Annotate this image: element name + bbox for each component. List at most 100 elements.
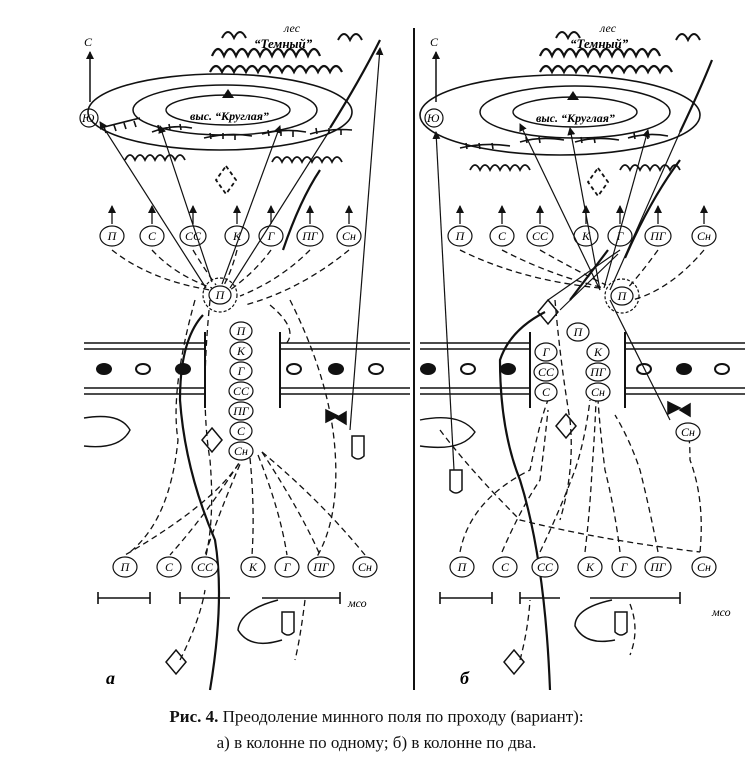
svg-text:П: П (617, 289, 628, 303)
lead-unit-b: П (604, 278, 640, 314)
svg-text:выс. “Круглая”: выс. “Круглая” (536, 111, 615, 125)
column-left-2: СС (533, 362, 559, 382)
railway-b (420, 332, 745, 408)
column-unit-5: ПГ (228, 401, 254, 421)
svg-text:Сн: Сн (697, 560, 711, 574)
symbols-b (419, 298, 691, 676)
svg-text:С: С (237, 424, 246, 438)
svg-text:СС: СС (532, 229, 549, 243)
lead-unit-label: П (215, 288, 226, 302)
forest-label-line1: лес (283, 21, 301, 35)
svg-text:Г: Г (620, 560, 629, 574)
svg-text:П: П (120, 560, 131, 574)
svg-text:“Темный”: “Темный” (570, 36, 629, 51)
svg-text:П: П (455, 229, 466, 243)
unit-b-bottom-6: ПГ (644, 556, 672, 578)
svg-text:Г: Г (237, 364, 246, 378)
unit-a-top-1: П (99, 225, 125, 247)
unit-a-bottom-1: П (112, 556, 138, 578)
wire-obstacles-b (469, 164, 681, 198)
unit-b-top-2: С (489, 225, 515, 247)
caption-title: Преодоление минного поля по проходу (вар… (222, 707, 584, 726)
unit-a-bottom-5: Г (274, 556, 300, 578)
unit-a-bottom-6: ПГ (307, 556, 335, 578)
svg-text:ПГ: ПГ (312, 560, 330, 574)
svg-text:С: С (148, 229, 157, 243)
column-unit-6: С (229, 421, 253, 441)
unit-column-b: Г СС С П К ПГ Сн Сн (533, 322, 701, 442)
unit-a-bottom-2: С (156, 556, 182, 578)
svg-text:П: П (457, 560, 468, 574)
unit-a-bottom-4: К (240, 556, 266, 578)
svg-text:К: К (232, 229, 242, 243)
symbols-a (83, 408, 365, 676)
svg-text:Г: Г (283, 560, 292, 574)
unit-b-top-7: Сн (691, 225, 717, 247)
column-unit-3: Г (229, 361, 253, 381)
column-unit-2: К (229, 341, 253, 361)
column-right-2: К (586, 342, 610, 362)
unit-a-top-5: Г (258, 225, 284, 247)
unit-b-top-3: СС (526, 225, 554, 247)
mine-line-a (97, 592, 341, 604)
approach-paths-a (111, 249, 366, 661)
caption-line2: а) в колонне по одному; б) в колонне по … (216, 733, 537, 752)
svg-text:СС: СС (185, 229, 202, 243)
mine-line-b (439, 592, 681, 604)
extra-unit-b: Сн (675, 422, 701, 442)
svg-text:СС: СС (233, 384, 250, 398)
panel-label-a: а (106, 668, 115, 688)
attack-lines-b (432, 123, 681, 471)
svg-text:СС: СС (537, 560, 554, 574)
column-left-1: Г (534, 342, 558, 362)
lead-unit-a: П (202, 277, 238, 313)
figure-caption: Рис. 4. Преодоление минного поля по прох… (0, 704, 753, 756)
svg-text:К: К (585, 560, 595, 574)
forest-label-line2: “Темный” (254, 36, 313, 51)
unit-b-top-5: Г (607, 225, 633, 247)
svg-text:С: С (430, 35, 439, 49)
mine-line-label-b: мсо (711, 605, 731, 619)
column-unit-7: Сн (228, 441, 254, 461)
svg-text:П: П (573, 325, 584, 339)
unit-b-bottom-3: СС (531, 556, 559, 578)
diagram-canvas: С Ю лес “Темный” выс. “Круглая” (79, 21, 745, 691)
column-right-4: Сн (585, 382, 611, 402)
unit-a-bottom-3: СС (191, 556, 219, 578)
unit-b-bottom-1: П (449, 556, 475, 578)
column-right-3: ПГ (585, 362, 611, 382)
attack-lines-a (99, 47, 384, 431)
panel-label-b: б (460, 668, 470, 688)
unit-a-top-4: К (224, 225, 250, 247)
unit-b-bottom-5: Г (611, 556, 637, 578)
svg-text:ПГ: ПГ (649, 229, 667, 243)
unit-b-bottom-7: Сн (691, 556, 717, 578)
compass-b: С Ю (424, 35, 444, 128)
svg-text:Сн: Сн (681, 425, 695, 439)
unit-b-bottom-4: К (577, 556, 603, 578)
height-contours-b: выс. “Круглая” (419, 74, 701, 156)
unit-column-a: П К Г СС ПГ С Сн (228, 321, 254, 461)
svg-text:К: К (581, 229, 591, 243)
compass-north-label: С (84, 35, 93, 49)
route-lines-a (178, 39, 381, 691)
caption-line1: Рис. 4. Преодоление минного поля по прох… (0, 704, 753, 730)
route-lines-b (498, 59, 714, 691)
caption-prefix: Рис. 4. (169, 707, 219, 726)
bottom-units-a: П С СС К Г ПГ Сн (112, 556, 378, 578)
svg-text:Сн: Сн (234, 444, 248, 458)
svg-text:Сн: Сн (342, 229, 356, 243)
forest-a: лес “Темный” (209, 21, 363, 75)
height-label: выс. “Круглая” (190, 109, 269, 123)
svg-text:лес: лес (599, 21, 617, 35)
svg-text:Г: Г (542, 345, 551, 359)
svg-text:Сн: Сн (591, 385, 605, 399)
svg-text:П: П (107, 229, 118, 243)
wire-obstacles-a (124, 154, 343, 196)
compass-a: С Ю (79, 35, 99, 128)
bottom-units-b: П С СС К Г ПГ Сн (449, 556, 717, 578)
height-contours-a: выс. “Круглая” (87, 73, 353, 151)
svg-text:С: С (501, 560, 510, 574)
unit-a-top-7: Сн (336, 225, 362, 247)
unit-b-bottom-2: С (492, 556, 518, 578)
